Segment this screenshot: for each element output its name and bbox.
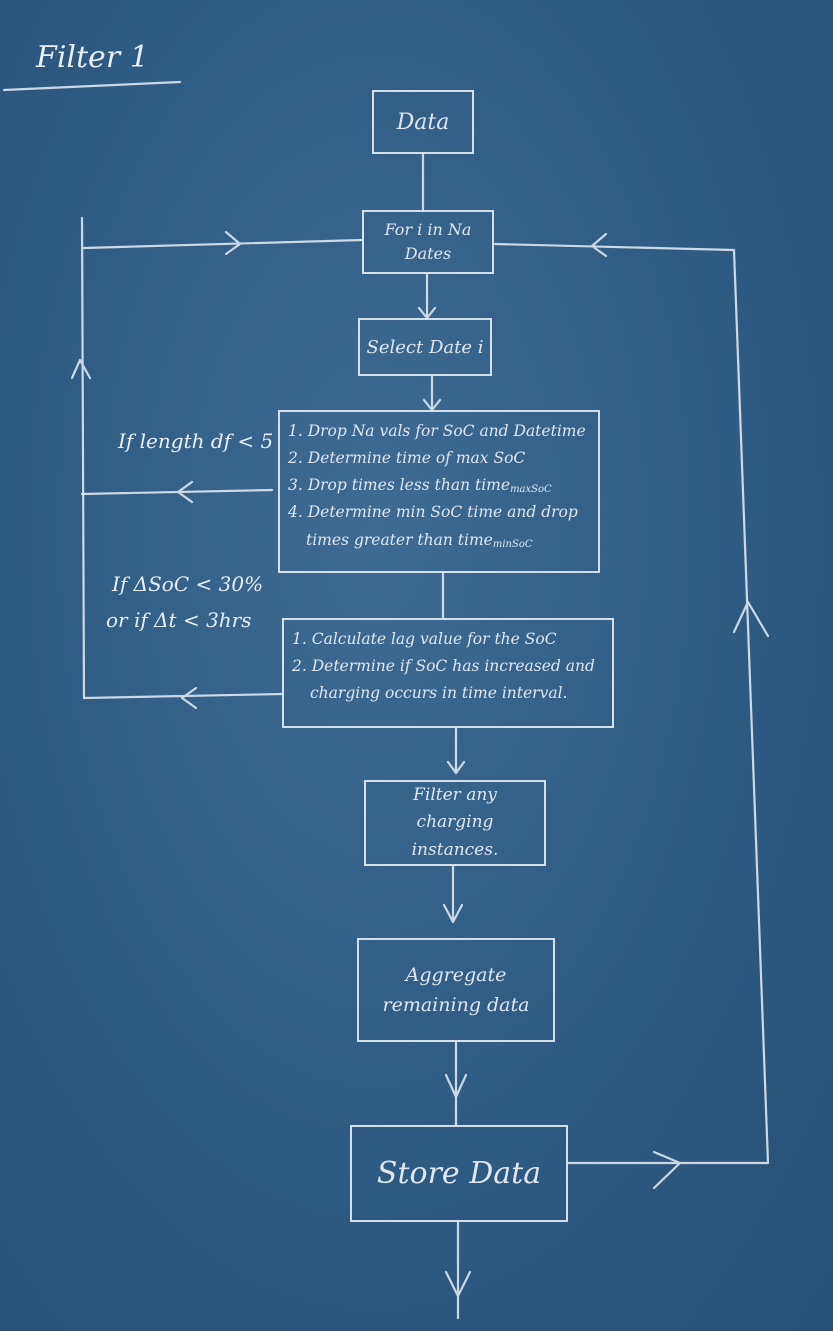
- node-loop: For i in Na Dates: [362, 210, 494, 274]
- node-filter-label: Filter any charging instances.: [411, 785, 499, 860]
- step1-item-3: 3. Drop times less than time: [288, 476, 511, 495]
- step2-item-3: charging occurs in time interval.: [310, 684, 568, 703]
- arrow-step2-to-filter: [446, 725, 466, 775]
- step2-item-2: 2. Determine if SoC has increased and: [292, 657, 595, 676]
- node-data-label: Data: [396, 109, 450, 135]
- node-store: Store Data: [350, 1125, 568, 1222]
- step1-item-3-sub: maxSoC: [510, 484, 552, 496]
- page-title: Filter 1: [36, 40, 149, 75]
- arrow-aggregate-to-store: [444, 1040, 468, 1127]
- arrow-loop-to-select: [417, 272, 437, 320]
- arrow-filter-to-aggregate: [442, 864, 464, 924]
- node-aggregate-label: Aggregate remaining data: [382, 963, 530, 1016]
- right-return-line: [493, 232, 770, 1190]
- arrow-store-exit: [444, 1220, 472, 1320]
- title-underline: [2, 80, 182, 92]
- condition-length: If length df < 5: [118, 429, 274, 453]
- node-data: Data: [372, 90, 474, 154]
- step1-item-5: times greater than time: [306, 530, 493, 549]
- node-select-label: Select Date i: [366, 336, 484, 358]
- step1-reject-line: [80, 480, 274, 504]
- step2-item-1: 1. Calculate lag value for the SoC: [292, 630, 557, 648]
- step1-item-5-sub: minSoC: [492, 538, 533, 550]
- left-to-loop-line: [82, 230, 364, 256]
- condition-delta-soc: If ΔSoC < 30%: [112, 572, 264, 596]
- node-loop-label: For i in Na Dates: [384, 220, 472, 263]
- node-step2: 1. Calculate lag value for the SoC 2. De…: [282, 618, 614, 728]
- step1-item-2: 2. Determine time of max SoC: [288, 449, 526, 468]
- step1-item-4: 4. Determine min SoC time and drop: [288, 503, 578, 522]
- step2-reject-line: [82, 686, 284, 710]
- node-store-label: Store Data: [376, 1156, 542, 1191]
- arrow-select-to-step1: [422, 374, 442, 412]
- left-feedback-line: [70, 216, 92, 700]
- node-step1: 1. Drop Na vals for SoC and Datetime 2. …: [278, 410, 600, 573]
- node-aggregate: Aggregate remaining data: [357, 938, 555, 1042]
- condition-delta-t: or if Δt < 3hrs: [106, 608, 252, 632]
- node-filter: Filter any charging instances.: [364, 780, 546, 866]
- step1-item-1: 1. Drop Na vals for SoC and Datetime: [288, 422, 586, 440]
- node-select: Select Date i: [358, 318, 492, 376]
